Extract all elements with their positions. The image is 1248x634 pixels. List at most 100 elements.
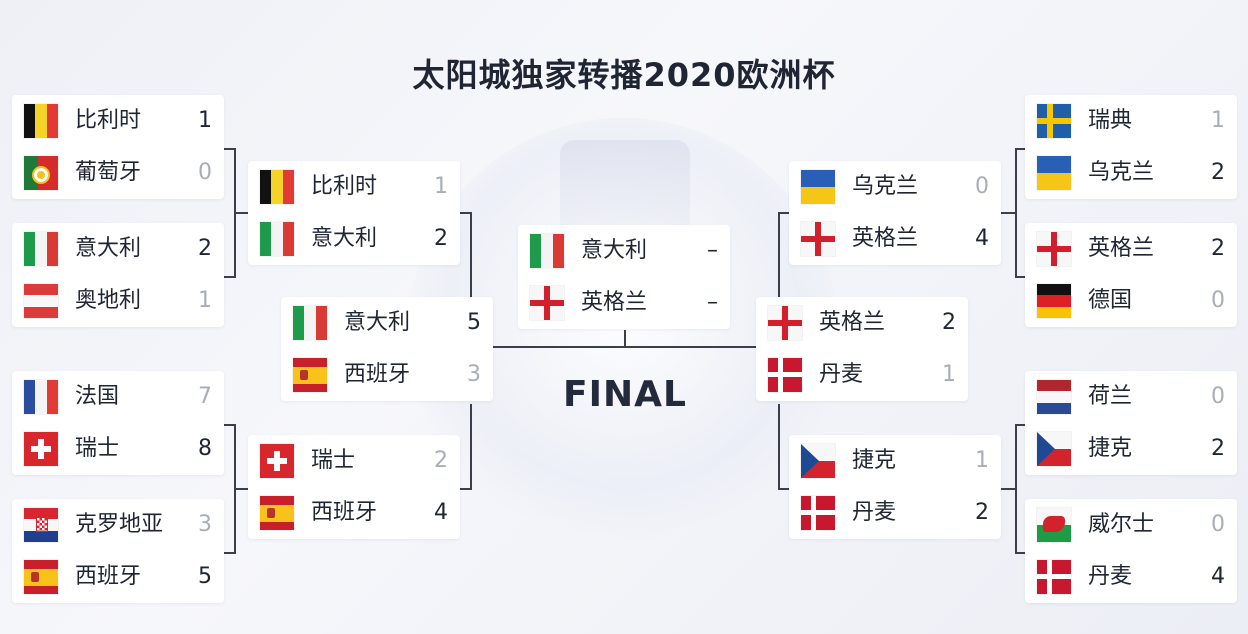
italy-flag-icon	[293, 306, 327, 340]
england-flag-icon	[801, 222, 835, 256]
team-row: 奥地利 1	[12, 275, 224, 327]
team-row: 比利时 1	[248, 161, 460, 213]
team-score: 0	[1211, 288, 1225, 313]
italy-flag-icon	[260, 222, 294, 256]
team-score: 3	[198, 512, 212, 537]
team-name: 瑞典	[1088, 108, 1133, 133]
england-flag-icon	[768, 306, 802, 340]
czech-flag-icon	[801, 444, 835, 478]
croatia-flag-icon	[24, 508, 58, 542]
team-name: 意大利	[581, 238, 648, 263]
team-name: 瑞士	[75, 436, 120, 461]
team-score: 2	[975, 500, 989, 525]
france-flag-icon	[24, 380, 58, 414]
team-name: 乌克兰	[852, 174, 919, 199]
bracket-connector	[493, 346, 756, 348]
team-name: 荷兰	[1088, 384, 1133, 409]
team-score: 5	[467, 310, 481, 335]
bracket-connector	[460, 488, 470, 490]
team-name: 意大利	[311, 226, 378, 251]
team-name: 瑞士	[311, 448, 356, 473]
team-score: 2	[942, 310, 956, 335]
team-name: 英格兰	[581, 290, 648, 315]
team-score: 1	[975, 448, 989, 473]
spain-flag-icon	[293, 358, 327, 392]
team-score: 2	[1211, 436, 1225, 461]
team-name: 英格兰	[852, 226, 919, 251]
match-card[interactable]: 捷克 1 丹麦 2	[789, 435, 1001, 539]
team-score: 1	[198, 288, 212, 313]
belgium-flag-icon	[24, 104, 58, 138]
team-score: 4	[975, 226, 989, 251]
team-score: 1	[942, 362, 956, 387]
team-score: 1	[1211, 108, 1225, 133]
team-name: 西班牙	[311, 500, 378, 525]
bracket-connector	[470, 212, 472, 300]
team-name: 威尔士	[1088, 512, 1155, 537]
switzerland-flag-icon	[24, 432, 58, 466]
belgium-flag-icon	[260, 170, 294, 204]
sweden-flag-icon	[1037, 104, 1071, 138]
team-score: 1	[198, 108, 212, 133]
team-row: 瑞士 2	[248, 435, 460, 487]
team-name: 英格兰	[819, 310, 886, 335]
bracket-connector	[470, 404, 472, 490]
team-name: 克罗地亚	[75, 512, 164, 537]
team-name: 丹麦	[819, 362, 864, 387]
bracket-connector	[224, 552, 234, 554]
bracket-connector	[1015, 276, 1025, 278]
bracket-connector	[1001, 488, 1015, 490]
bracket-connector	[624, 330, 626, 346]
denmark-flag-icon	[1037, 560, 1071, 594]
bracket-connector	[1015, 148, 1017, 278]
team-score: 1	[434, 174, 448, 199]
team-name: 丹麦	[852, 500, 897, 525]
team-row: 意大利–	[518, 225, 730, 277]
team-score: 2	[1211, 236, 1225, 261]
page-title: 太阳城独家转播2020欧洲杯	[412, 56, 836, 94]
team-name: 比利时	[311, 174, 378, 199]
match-card[interactable]: 意大利– 英格兰 –	[518, 225, 730, 329]
spain-flag-icon	[260, 496, 294, 530]
team-score: 2	[434, 448, 448, 473]
team-score: 0	[198, 160, 212, 185]
bracket-connector	[234, 488, 248, 490]
bracket-connector	[224, 148, 234, 150]
germany-flag-icon	[1037, 284, 1071, 318]
team-name: 比利时	[75, 108, 142, 133]
ukraine-flag-icon	[1037, 156, 1071, 190]
team-score: 8	[198, 436, 212, 461]
team-score: 2	[198, 236, 212, 261]
bracket-connector	[1015, 148, 1025, 150]
team-score: 4	[1211, 564, 1225, 589]
match-card[interactable]: 英格兰 2 丹麦 1	[756, 297, 968, 401]
team-name: 捷克	[852, 448, 897, 473]
team-name: 法国	[75, 384, 120, 409]
final-label: FINAL	[563, 374, 687, 415]
team-name: 奥地利	[75, 288, 142, 313]
team-name: 意大利	[344, 310, 411, 335]
portugal-flag-icon	[24, 156, 58, 190]
team-name: 乌克兰	[1088, 160, 1155, 185]
team-score: –	[707, 290, 718, 315]
wales-flag-icon	[1037, 508, 1071, 542]
